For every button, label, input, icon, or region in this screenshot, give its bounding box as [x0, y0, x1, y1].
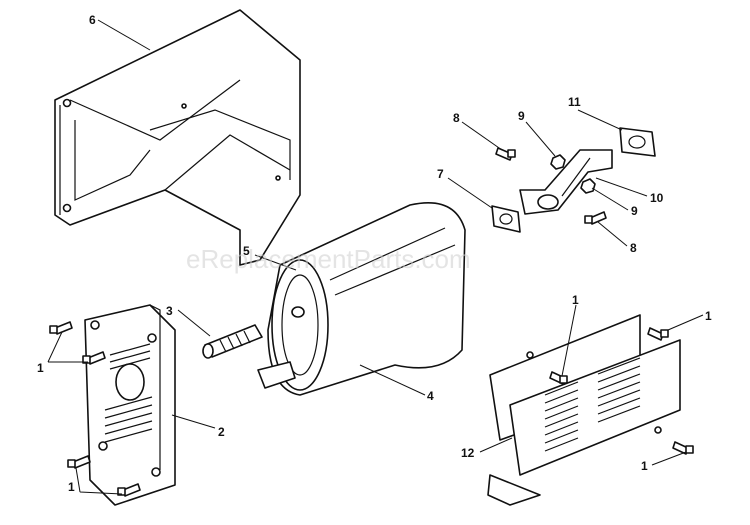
part-4-muffler [257, 201, 466, 396]
callout-1-cover-upper: 1 [572, 293, 579, 307]
nut-9b-icon [580, 178, 596, 194]
callout-6: 6 [89, 13, 96, 27]
nut-9a-icon [550, 154, 566, 170]
callout-12: 12 [461, 446, 475, 460]
bolt-1b-icon [82, 351, 106, 365]
callout-11: 11 [568, 95, 581, 109]
part-12-cover-plate [487, 314, 681, 506]
watermark-text: eReplacementParts.com [186, 244, 471, 274]
part-7-gasket [491, 205, 521, 233]
bolt-8a-icon [495, 147, 516, 161]
bolt-1e-icon [549, 371, 568, 385]
bolt-1g-icon [672, 441, 694, 455]
callout-2: 2 [218, 425, 225, 439]
callout-4: 4 [427, 389, 434, 403]
callout-1-cover-right: 1 [705, 309, 712, 323]
bolt-8b-icon [584, 211, 607, 225]
callout-8-bottom: 8 [630, 241, 637, 255]
part-3-tailpipe [202, 324, 263, 359]
bolt-1c-icon [67, 455, 91, 469]
part-2-end-plate [84, 304, 176, 506]
callout-1-cover-lower: 1 [641, 459, 648, 473]
part-11-gasket [619, 127, 656, 157]
bolt-1a-icon [49, 321, 73, 335]
callout-3: 3 [166, 304, 173, 318]
part-6-muffler-housing [54, 9, 301, 266]
callouts: 6 1 1 2 3 4 5 7 8 8 9 9 10 11 1 1 1 12 [37, 13, 712, 494]
part-10-exhaust-pipe [519, 149, 613, 215]
callout-1-left-upper: 1 [37, 361, 44, 375]
callout-1-left-lower: 1 [68, 480, 75, 494]
callout-8-top: 8 [453, 111, 460, 125]
bolt-1f-icon [647, 327, 669, 341]
callout-9-bottom: 9 [631, 204, 638, 218]
bolt-1d-icon [117, 483, 141, 497]
callout-7: 7 [437, 167, 444, 181]
callout-5: 5 [243, 244, 250, 258]
callout-9-top: 9 [518, 109, 525, 123]
leader-lines [47, 19, 704, 495]
callout-10: 10 [650, 191, 664, 205]
